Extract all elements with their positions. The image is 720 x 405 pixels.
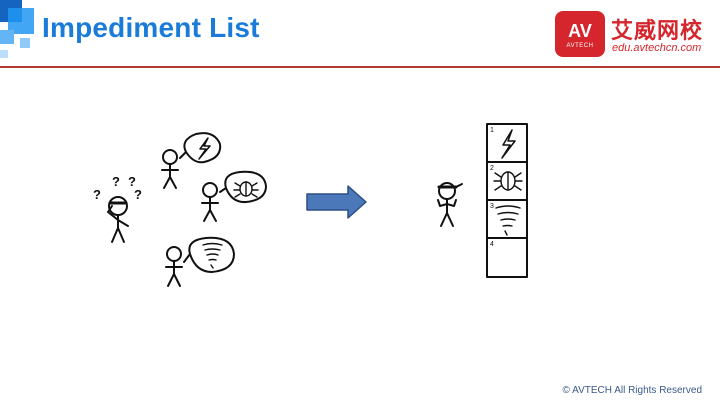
organized-person-figure <box>437 182 463 227</box>
person-figure-tornado <box>165 236 235 287</box>
logo-badge-subtext: AVTECH <box>566 43 594 49</box>
lightning-icon <box>501 129 516 159</box>
person-figure-lightning <box>161 132 222 189</box>
brand-logo: AV AVTECH 艾威网校 edu.avtechcn.com <box>555 11 715 61</box>
logo-badge: AV AVTECH <box>555 11 605 57</box>
logo-name: 艾威网校 <box>611 19 704 44</box>
question-mark: ? <box>128 174 136 189</box>
copyright-footer: © AVTECH All Rights Reserved <box>562 385 702 396</box>
board-slot-number: 1 <box>490 127 494 134</box>
confused-person-figure <box>107 196 129 243</box>
transition-arrow-icon <box>306 185 367 219</box>
corner-decoration <box>0 0 34 58</box>
logo-url: edu.avtechcn.com <box>612 42 702 54</box>
impediment-board <box>486 123 528 278</box>
tornado-icon <box>495 205 521 236</box>
question-mark: ? <box>112 174 120 189</box>
board-slot-number: 2 <box>490 165 494 172</box>
bug-icon <box>493 171 523 191</box>
logo-badge-text: AV <box>568 21 592 41</box>
page-title: Impediment List <box>42 12 260 43</box>
bug-icon <box>233 181 259 198</box>
lightning-icon <box>198 137 211 160</box>
board-slot-number: 3 <box>490 203 494 210</box>
tornado-icon <box>202 242 223 269</box>
board-slot-number: 4 <box>490 241 494 248</box>
person-figure-bug <box>201 170 267 222</box>
question-mark: ? <box>134 187 142 202</box>
question-mark: ? <box>93 187 101 202</box>
header-divider <box>0 66 720 68</box>
